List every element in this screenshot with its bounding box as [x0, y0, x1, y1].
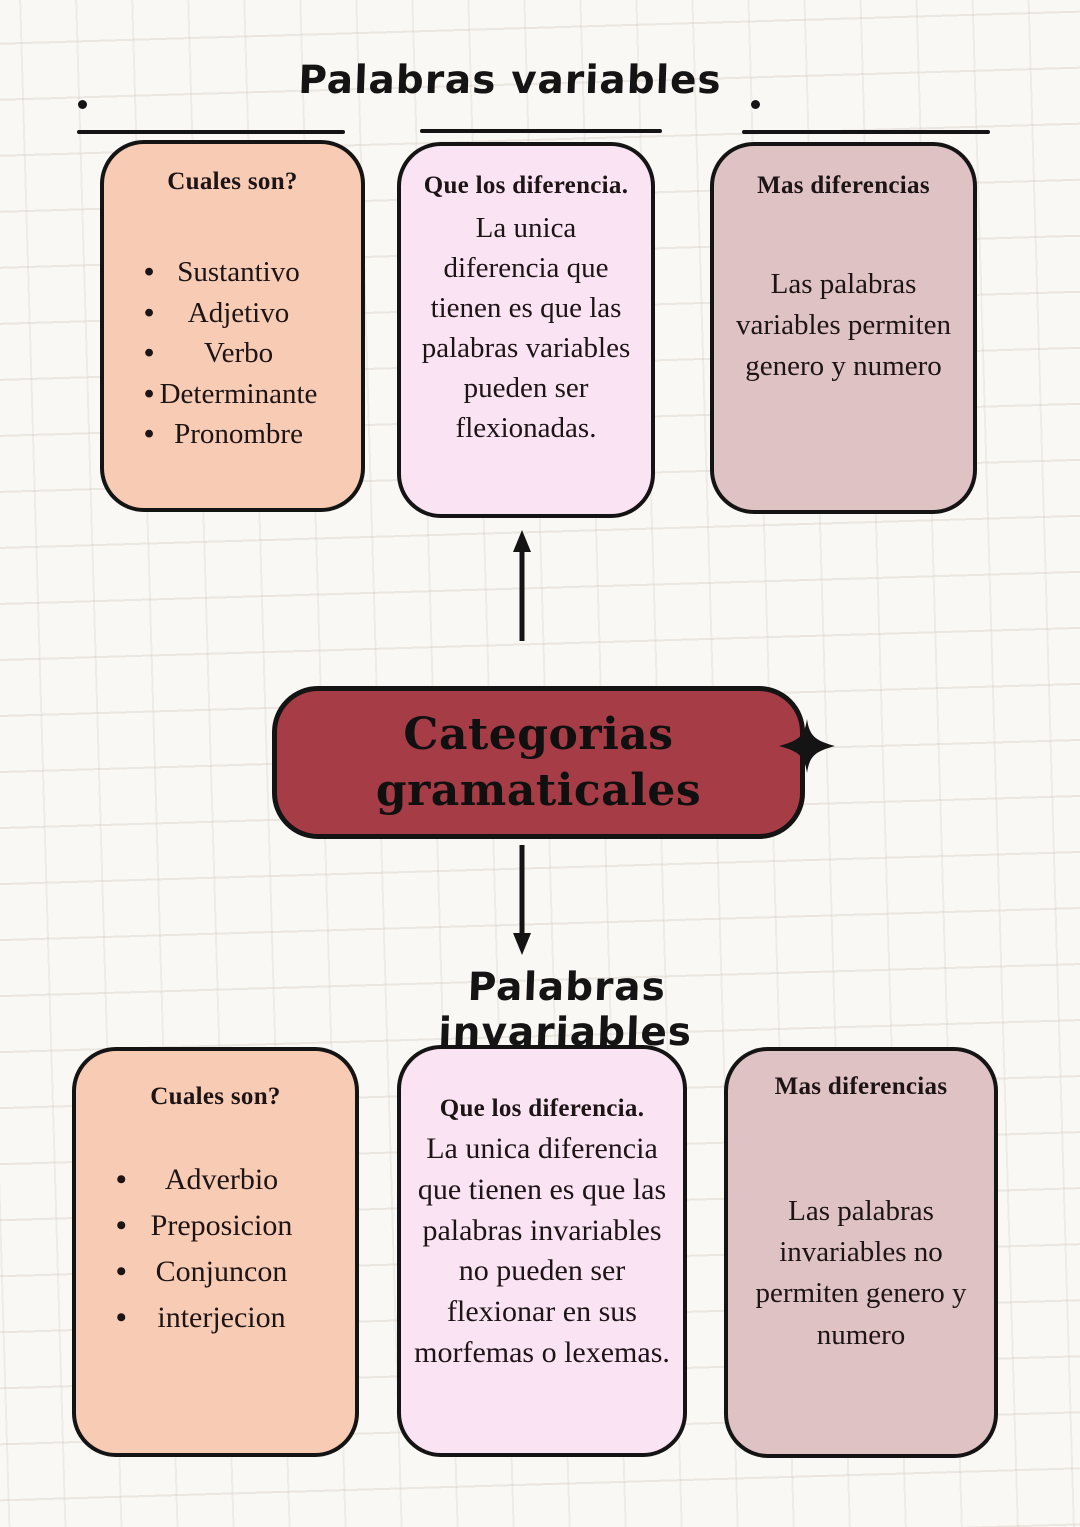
arrow-down-icon: [513, 845, 531, 955]
card-header: Cuales son?: [150, 1083, 281, 1110]
list-item: Sustantivo: [104, 252, 361, 293]
card-header: Cuales son?: [167, 168, 298, 195]
list-item: Verbo: [104, 333, 361, 374]
divider-line: [77, 130, 345, 134]
card-body: La unica diferencia que tienen es que la…: [421, 212, 631, 445]
list-item: Preposicion: [76, 1203, 355, 1249]
center-title-line2: gramaticales: [375, 764, 702, 816]
section-title-invariables: Palabras invariables: [437, 965, 693, 1055]
card-variables-more: Mas diferencias Las palabras variables p…: [710, 142, 977, 514]
card-body: Las palabras invariables no permiten gen…: [755, 1195, 967, 1351]
list-item: interjecion: [76, 1295, 355, 1341]
card-header: Que los diferencia.: [423, 172, 629, 199]
deco-dot-right: [751, 100, 760, 109]
card-invariables-which: Cuales son? Adverbio Preposicion Conjunc…: [72, 1047, 359, 1457]
list-item: Pronombre: [104, 414, 361, 455]
list-item: Determinante: [104, 374, 361, 415]
card-invariables-more: Mas diferencias Las palabras invariables…: [724, 1047, 998, 1458]
card-header: Que los diferencia.: [439, 1095, 645, 1122]
divider-line: [420, 129, 662, 133]
sparkle-icon: [779, 719, 835, 773]
card-header: Mas diferencias: [774, 1073, 948, 1100]
word-class-list: Sustantivo Adjetivo Verbo Determinante P…: [104, 252, 361, 455]
deco-dot-left: [78, 100, 87, 109]
list-item: Conjuncon: [76, 1249, 355, 1295]
card-body: La unica diferencia que tienen es que la…: [414, 1132, 670, 1369]
card-variables-which: Cuales son? Sustantivo Adjetivo Verbo De…: [100, 140, 365, 512]
list-item: Adjetivo: [104, 293, 361, 334]
section-title-variables: Palabras variables: [297, 58, 723, 103]
card-body: Las palabras variables permiten genero y…: [736, 268, 951, 383]
card-invariables-difference: Que los diferencia. La unica diferencia …: [397, 1045, 687, 1457]
center-node-categorias: Categorias gramaticales: [272, 686, 805, 839]
word-class-list: Adverbio Preposicion Conjuncon interjeci…: [76, 1157, 355, 1341]
card-variables-difference: Que los diferencia. La unica diferencia …: [397, 142, 655, 518]
divider-line: [742, 130, 990, 134]
list-item: Adverbio: [76, 1157, 355, 1203]
card-header: Mas diferencias: [757, 172, 930, 199]
center-title-line1: Categorias: [403, 708, 674, 760]
arrow-up-icon: [513, 530, 531, 641]
